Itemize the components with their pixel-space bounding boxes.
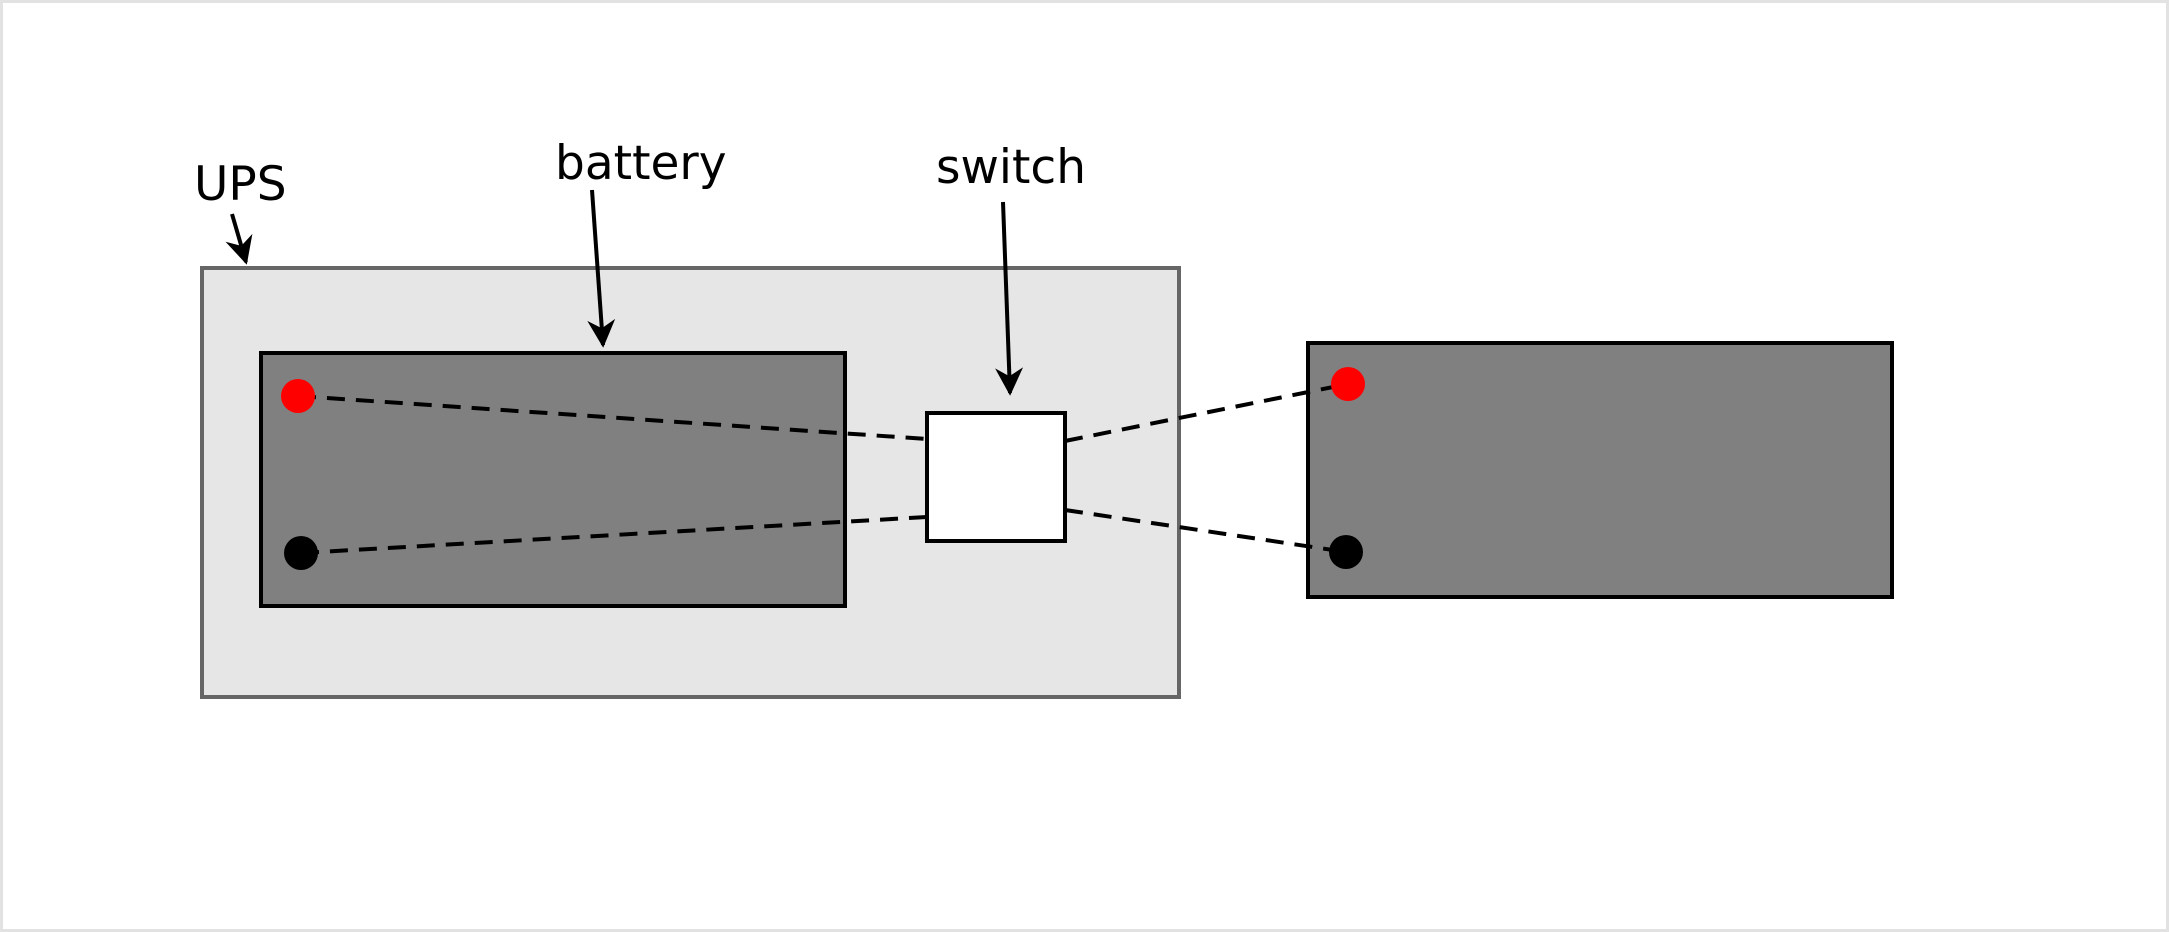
external-negative-terminal xyxy=(1329,535,1363,569)
external-positive-terminal xyxy=(1331,367,1365,401)
battery-callout-arrow xyxy=(587,189,616,348)
wire-internal-positive-to-switch xyxy=(297,394,928,441)
wire-switch-to-external-positive xyxy=(1064,382,1349,443)
internal-battery xyxy=(259,351,847,608)
wire-internal-negative-to-switch xyxy=(300,515,928,555)
switch-box xyxy=(925,411,1067,543)
switch-callout-arrow xyxy=(995,201,1024,396)
ups-label: UPS xyxy=(194,157,287,212)
internal-positive-terminal xyxy=(281,379,315,413)
wire-switch-to-external-negative xyxy=(1064,508,1347,554)
battery-label: battery xyxy=(555,136,727,191)
callout-arrows xyxy=(225,189,1024,396)
switch-label: switch xyxy=(936,140,1086,195)
internal-negative-terminal xyxy=(284,536,318,570)
ups-callout-arrow xyxy=(225,213,253,265)
wires xyxy=(297,382,1349,555)
external-battery xyxy=(1306,341,1894,599)
